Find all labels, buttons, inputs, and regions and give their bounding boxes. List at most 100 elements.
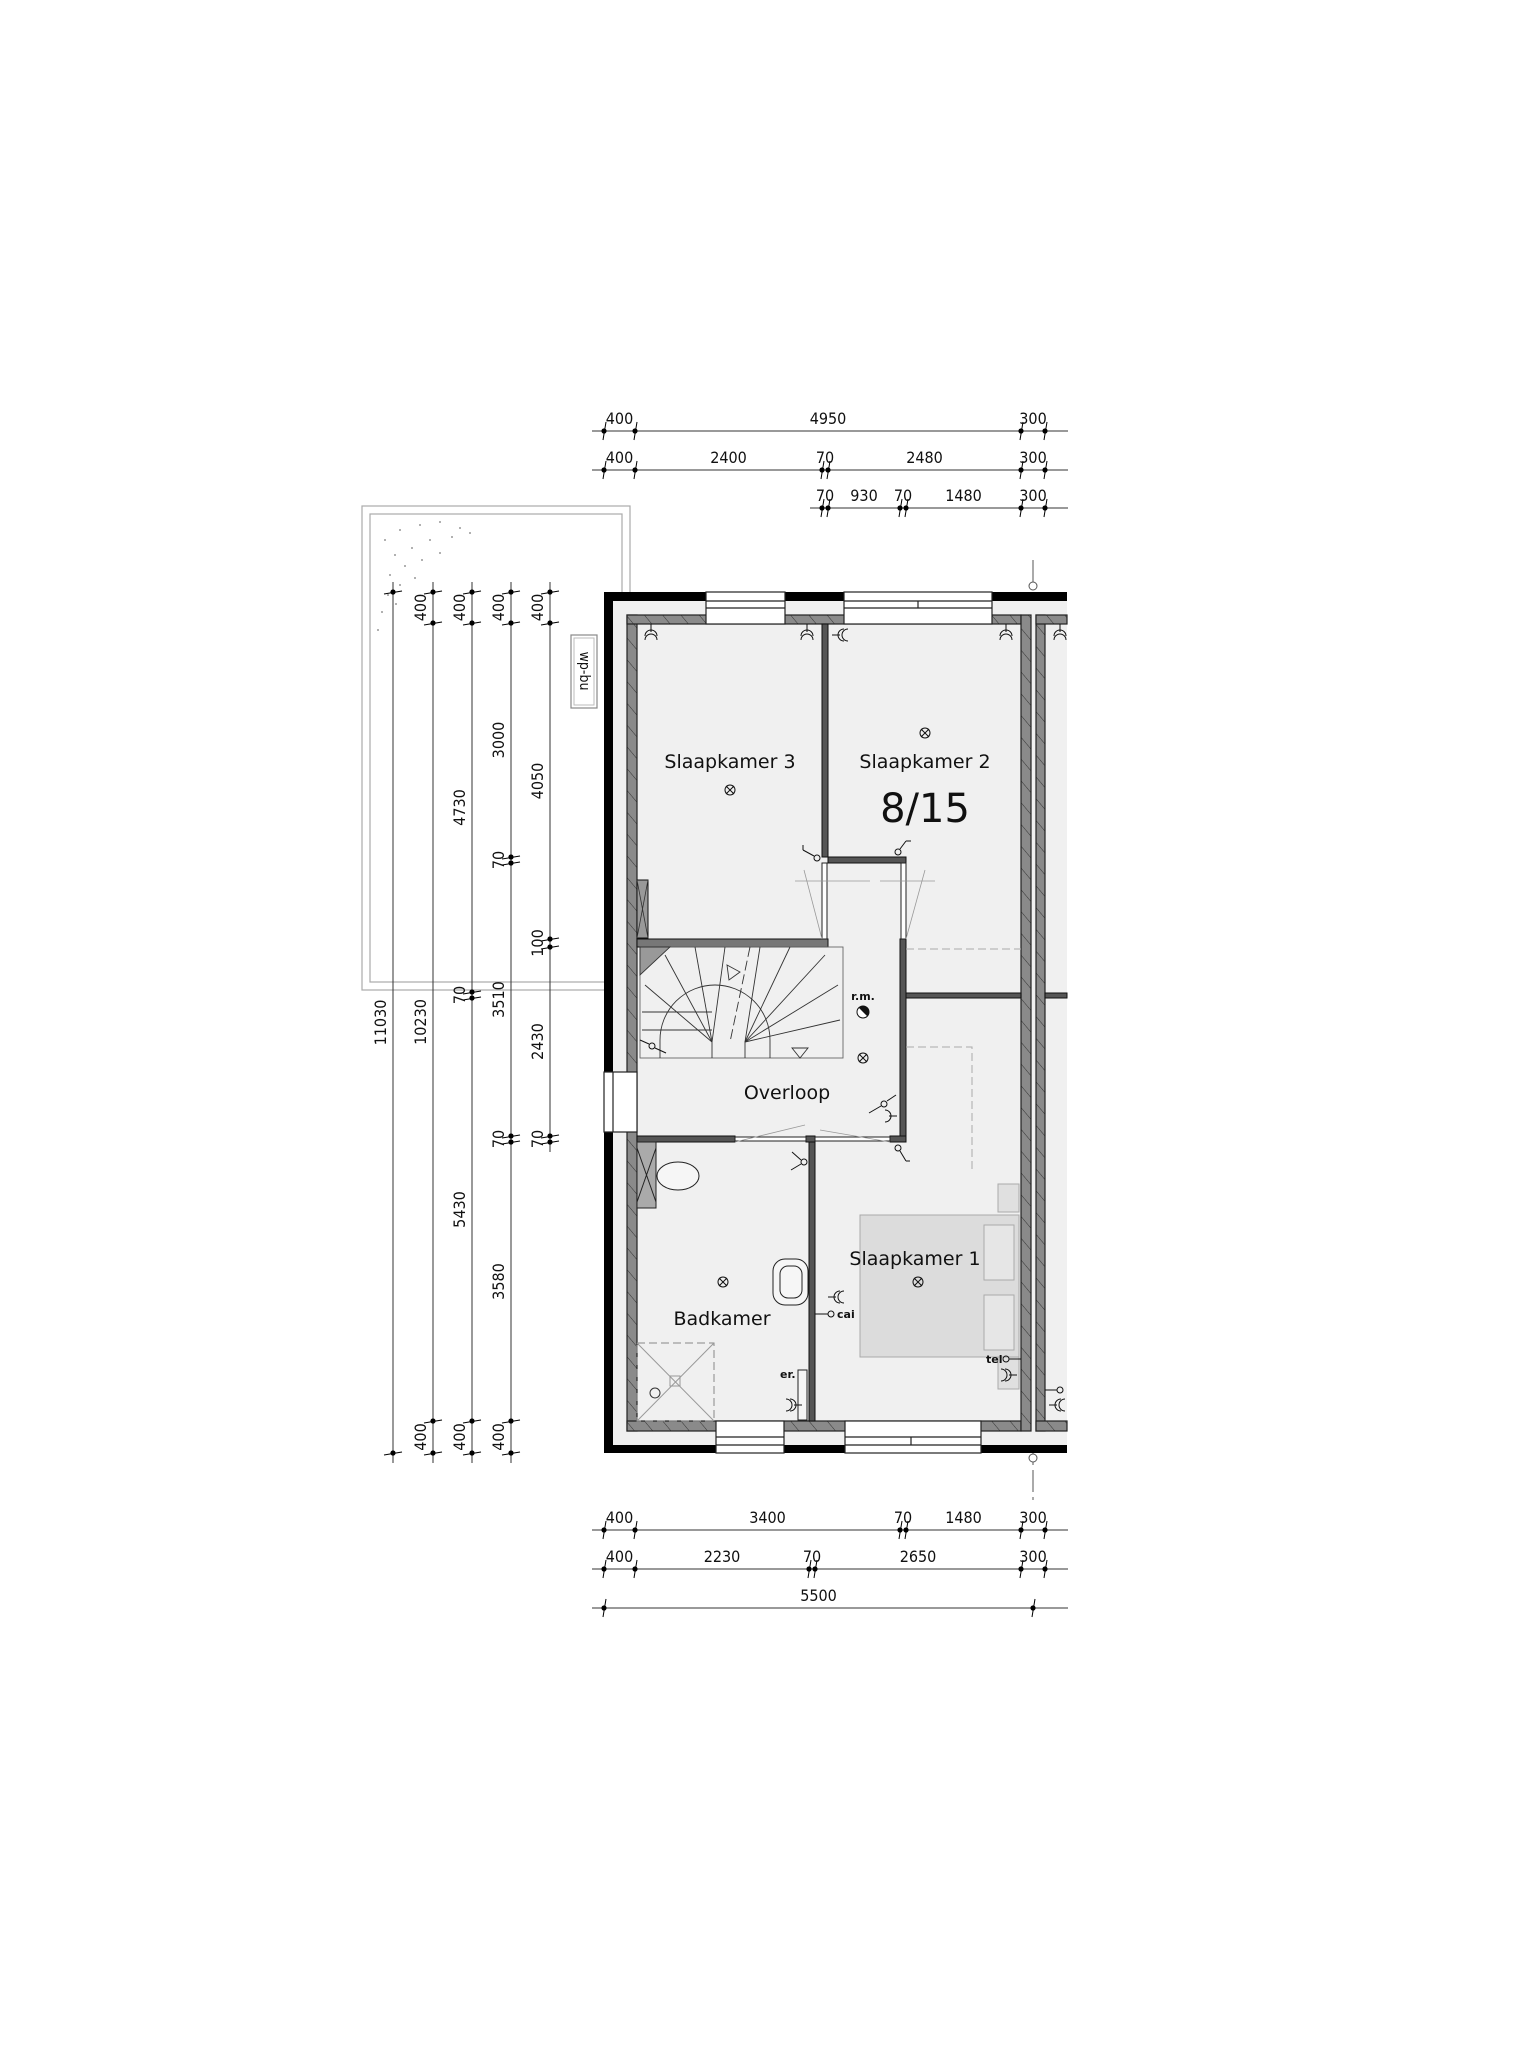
dimension-label: 400 (606, 409, 633, 428)
outlet-icon (1053, 624, 1067, 641)
dimension-label: 4950 (810, 409, 847, 428)
dimension-label: 400 (606, 1508, 633, 1527)
outlet-icon (1000, 1368, 1017, 1382)
dimension-tick (540, 1140, 560, 1145)
window-slaapkamer-2 (843, 591, 993, 625)
bed (859, 1183, 1020, 1390)
dimension-tick (1019, 1559, 1024, 1579)
dimension-tick (501, 1134, 521, 1139)
shower (636, 1342, 715, 1422)
windows (603, 591, 993, 1454)
dimension-tick (383, 1451, 403, 1456)
dimension-tick (898, 498, 903, 518)
light-icon (919, 727, 931, 739)
annotation-er: er. (780, 1368, 796, 1381)
dimension-tick (602, 1520, 607, 1540)
inner-walls (626, 614, 1068, 1432)
dimension-tick (462, 1419, 482, 1424)
dimension-label: 70 (489, 1130, 508, 1148)
annotation-rm: r.m. (851, 990, 875, 1003)
dimension-label: 3400 (749, 1508, 786, 1527)
dimension-tick (820, 498, 825, 518)
dimension-label: 70 (816, 448, 834, 467)
dimension-label: 1480 (945, 486, 982, 505)
switch-icons (639, 840, 1064, 1394)
dimension-tick (540, 945, 560, 950)
dimension-tick (633, 1520, 638, 1540)
dimension-label: 4730 (450, 789, 469, 826)
dimension-label: 2430 (528, 1023, 547, 1060)
dimension-tick (1031, 1598, 1036, 1618)
dimension-tick (1043, 421, 1048, 441)
tel-outlet-icon (1002, 1355, 1021, 1363)
dimension-tick (633, 460, 638, 480)
room-label-slaapkamer-1: Slaapkamer 1 (849, 1248, 980, 1270)
dimension-label: 400 (411, 594, 430, 621)
wp-bu-label: wp-bu (570, 634, 598, 709)
window-slaapkamer-1 (844, 1420, 982, 1454)
dashed-outlines (906, 948, 1021, 1172)
plan-number: 8/15 (880, 786, 970, 832)
window-overloop (603, 1071, 638, 1133)
dimension-tick (813, 1559, 818, 1579)
dimension-label: 70 (894, 486, 912, 505)
dimension-tick (1019, 498, 1024, 518)
dimension-tick (501, 1140, 521, 1145)
dimension-tick (501, 590, 521, 595)
outlet-icon (1049, 1398, 1066, 1412)
dimension-label: 400 (489, 594, 508, 621)
dimension-label: 400 (489, 1423, 508, 1450)
dimension-tick (1019, 1520, 1024, 1540)
dimension-tick (540, 1134, 560, 1139)
room-label-slaapkamer-3: Slaapkamer 3 (664, 751, 795, 773)
dimension-tick (501, 1451, 521, 1456)
dimension-tick (462, 590, 482, 595)
door-slaapkamer-2 (900, 862, 907, 940)
dimension-label: 70 (489, 851, 508, 869)
toilet-bowl (656, 1161, 700, 1191)
dimension-label: 400 (411, 1423, 430, 1450)
dimension-label: 400 (450, 594, 469, 621)
light-icon (912, 1276, 924, 1288)
switch-icon (868, 1094, 897, 1114)
dimension-label: 4050 (528, 763, 547, 800)
dimension-tick (540, 590, 560, 595)
dimension-label: 400 (450, 1423, 469, 1450)
dimension-label: 70 (816, 486, 834, 505)
wp-bu-text: wp-bu (576, 652, 592, 691)
door-badkamer (734, 1136, 807, 1142)
outlet-icon (800, 624, 814, 641)
dimension-label: 400 (606, 1547, 633, 1566)
room-label-slaapkamer-2: Slaapkamer 2 (859, 751, 990, 773)
dimension-tick (898, 1520, 903, 1540)
dimension-tick (462, 996, 482, 1001)
dimension-tick (423, 621, 443, 626)
dimension-tick (602, 1598, 607, 1618)
dimension-label: 3580 (489, 1263, 508, 1300)
shaft-cross (636, 879, 649, 939)
switch-icon (790, 1151, 808, 1171)
outlet-icon (884, 1109, 897, 1123)
dimension-tick (633, 421, 638, 441)
room-label-overloop: Overloop (744, 1082, 830, 1104)
nightstand (997, 1183, 1020, 1213)
dimension-tick (1043, 1520, 1048, 1540)
switch-icon (894, 1144, 910, 1162)
dimension-label: 70 (894, 1508, 912, 1527)
dimension-tick (423, 1419, 443, 1424)
dimension-label: 11030 (371, 1000, 390, 1046)
dimension-label: 2400 (710, 448, 747, 467)
dimension-tick (423, 590, 443, 595)
dimension-label: 400 (528, 594, 547, 621)
smoke-detector-icon (856, 1005, 870, 1019)
switch-icon (894, 840, 911, 856)
outlet-icon (832, 628, 849, 642)
staircase (639, 946, 844, 1059)
dimension-tick (1043, 460, 1048, 480)
outlet-icon (785, 1398, 802, 1412)
dimension-label: 1480 (945, 1508, 982, 1527)
dimension-label: 100 (528, 929, 547, 956)
dimension-tick (383, 590, 403, 595)
